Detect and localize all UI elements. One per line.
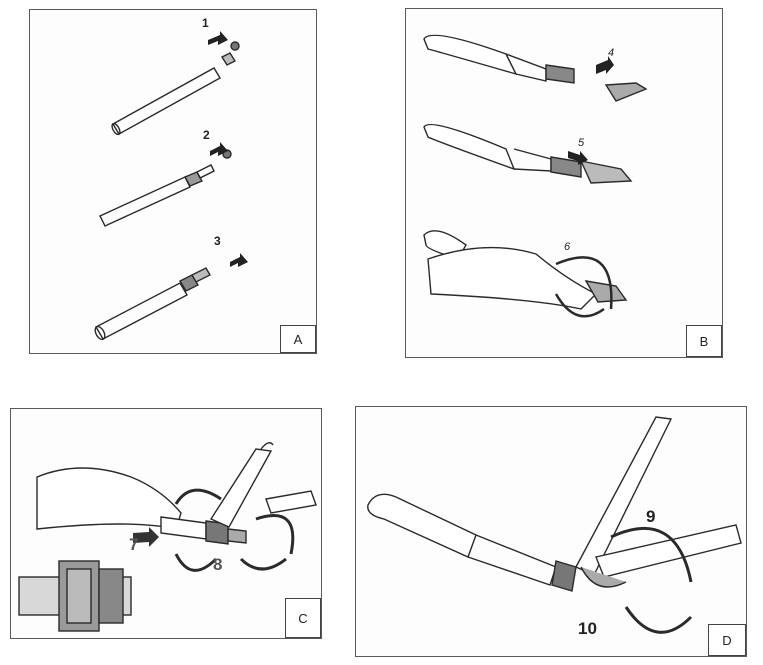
step-label-1: 1: [202, 16, 209, 30]
panel-letter-a: A: [280, 325, 316, 353]
step-label-6: 6: [564, 241, 571, 253]
step-label-9: 9: [646, 507, 656, 526]
step-label-10: 10: [578, 619, 597, 638]
step-label-5: 5: [578, 137, 585, 149]
wrench-c: [209, 442, 317, 528]
tube-a3: [94, 267, 211, 341]
panel-c: 7 8 C: [10, 408, 322, 639]
step-label-4: 4: [608, 47, 615, 59]
panel-d-drawing: [367, 416, 742, 634]
arrow-step-3: [230, 253, 248, 267]
arrow-step-1: [208, 31, 228, 45]
step-label-3: 3: [214, 234, 221, 248]
hose-b5: [423, 123, 633, 184]
arrow-step-2: [210, 142, 228, 156]
panel-letter-c: C: [285, 598, 321, 638]
step-label-7: 7: [129, 535, 139, 554]
panel-c-drawing: [18, 442, 317, 632]
step-label-8: 8: [213, 555, 223, 574]
panel-d: 9 10 D: [355, 406, 747, 657]
hose-b6: [423, 230, 628, 318]
hose-b4: [423, 34, 648, 102]
panel-b: 4 5 6 B: [405, 8, 723, 358]
rotation-arrows-d: [610, 527, 693, 634]
panel-a-drawing: [94, 31, 248, 341]
hose-c: [160, 516, 247, 545]
arrows-b: [568, 56, 614, 165]
arrow-step-5: [568, 151, 588, 165]
panel-letter-b: B: [686, 325, 722, 357]
arrow-step-7: [133, 527, 159, 547]
arrow-step-4: [596, 56, 614, 74]
panel-letter-d: D: [708, 624, 746, 656]
tube-a2: [99, 149, 232, 227]
nut-a1: [220, 41, 240, 66]
wrench-d: [575, 416, 742, 588]
hand-c: [36, 467, 182, 530]
panel-b-drawing: [423, 34, 648, 318]
hose-d: [367, 493, 577, 592]
arrows-a: [208, 31, 248, 267]
rotation-arrows-c: [174, 488, 295, 572]
panel-a: 1 2 3 A: [29, 9, 317, 354]
cross-section-inset: [18, 560, 132, 632]
tube-a1: [111, 67, 221, 136]
step-label-2: 2: [203, 128, 210, 142]
